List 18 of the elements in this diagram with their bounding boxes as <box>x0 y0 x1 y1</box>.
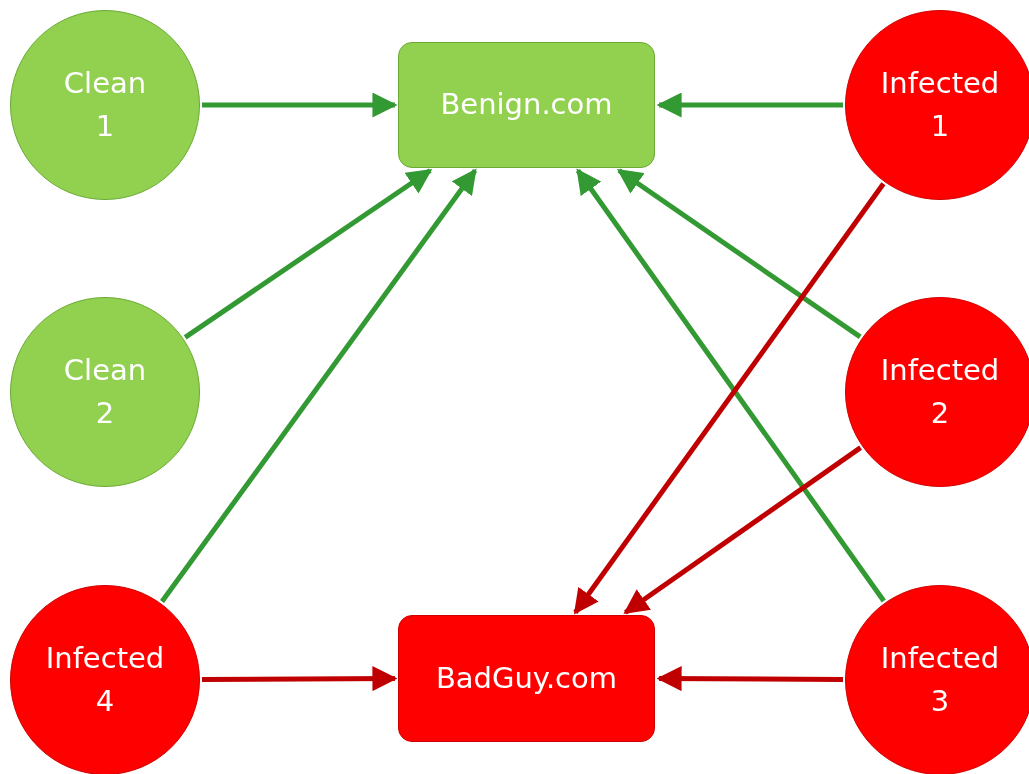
node-label: Clean 1 <box>63 64 147 145</box>
arrow <box>656 666 843 692</box>
server-box <box>398 615 655 742</box>
node-label: Infected 3 <box>880 639 1000 720</box>
arrow <box>183 168 433 340</box>
arrow <box>616 168 862 339</box>
node-label: Infected 1 <box>880 64 1000 145</box>
node-label: BadGuy.com <box>435 659 618 697</box>
arrow <box>623 445 862 615</box>
node-label: Clean 2 <box>63 351 147 432</box>
arrow <box>202 92 398 118</box>
server-box <box>398 42 655 168</box>
node-label: Benign.com <box>440 86 613 124</box>
node-label: Infected 4 <box>45 639 165 720</box>
node-label: Infected 2 <box>880 351 1000 432</box>
arrow <box>202 666 398 692</box>
arrow <box>160 168 478 603</box>
arrow <box>656 92 843 118</box>
